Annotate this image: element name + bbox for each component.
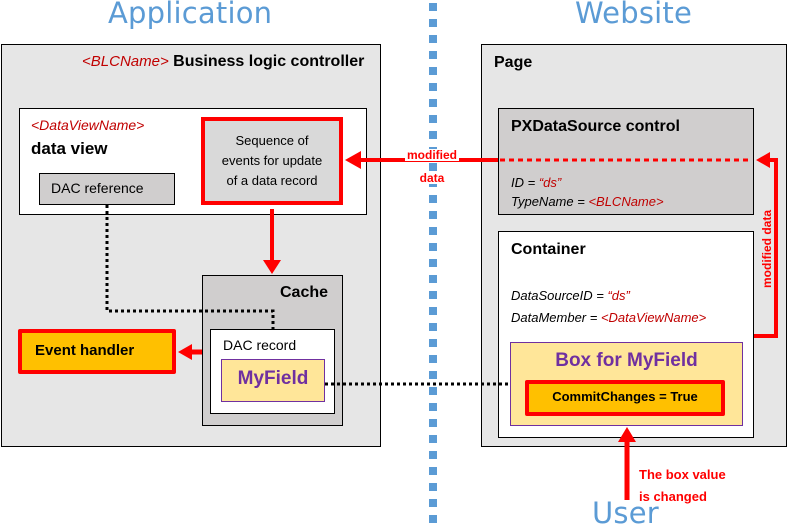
modified-data-label-line-1: modified [405,148,459,162]
commit-changes-label: CommitChanges = True [552,389,698,404]
data-view-title: data view [31,139,108,158]
event-handler-label: Event handler [35,342,135,359]
page-title: Page [494,54,533,71]
myfield-input-title: Box for MyField [555,350,698,371]
user-action-line-1: The box value [639,467,726,482]
cache-title: Cache [280,284,329,301]
sequence-line-1: Sequence of [235,133,309,148]
datasource-typename-label: TypeName = [511,194,589,209]
container-datasourceid-value: “ds” [607,288,630,303]
commit-changes-box [525,380,725,416]
container-datasourceid-label: DataSourceID = [511,288,608,303]
sequence-line-2: events for update [221,153,323,168]
container-title: Container [511,241,586,258]
datasource-id-line: ID = “ds” [511,175,561,190]
sequence-line-3: of a data record [226,173,318,188]
website-section-title: Website [575,0,693,30]
user-action-label: The box value is changed [639,464,726,508]
container-datasourceid-line: DataSourceID = “ds” [511,288,630,303]
modified-data-label-line-2: data [417,171,447,185]
event-sequence-box [201,117,343,205]
datasource-typename-line: TypeName = <BLCName> [511,194,664,209]
dac-reference-box [39,173,175,205]
myfield-label: MyField [237,368,309,389]
event-sequence-label: Sequence of events for update of a data … [205,131,339,191]
blc-title: Business logic controller [173,53,365,70]
datasource-id-value: “ds” [538,175,562,190]
dac-reference-label: DAC reference [51,180,144,196]
blc-heading: <BLCName> Business logic controller [82,53,364,71]
data-view-name-placeholder: <DataViewName> [31,117,145,133]
pxdatasource-box [498,108,754,215]
modified-data-vertical-label: modified data [760,210,774,289]
user-section-title: User [592,496,659,530]
modified-data-label: modified data [400,146,464,187]
event-handler-box [18,329,176,374]
container-datamember-label: DataMember = [511,310,601,325]
myfield-box [221,359,325,402]
application-section-title: Application [108,0,273,30]
user-action-line-2: is changed [639,489,707,504]
blc-name-placeholder: <BLCName> [82,53,169,70]
datasource-typename-value: <BLCName> [588,194,664,209]
datasource-id-label: ID = [511,175,539,190]
container-datamember-value: <DataViewName> [600,310,707,325]
container-datamember-line: DataMember = <DataViewName> [511,310,706,325]
dac-record-label: DAC record [223,337,297,353]
pxdatasource-title: PXDataSource control [511,118,680,135]
